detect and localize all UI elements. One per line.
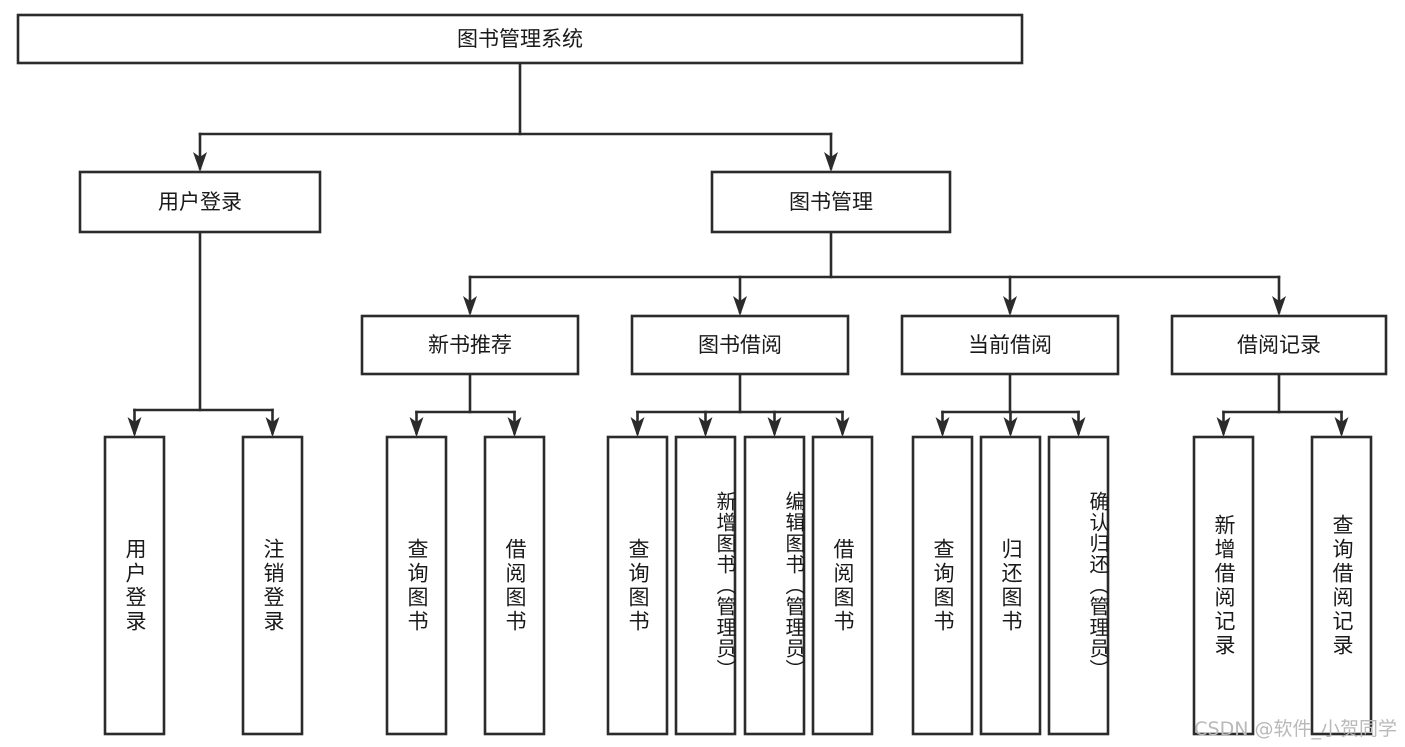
- node-box-book-management[interactable]: [710, 170, 952, 234]
- node-box-leaf-user-login[interactable]: [103, 435, 166, 736]
- node-label-user-login: 用户登录: [158, 190, 242, 214]
- node-label-root: 图书管理系统: [457, 27, 583, 51]
- node-label-book-management: 图书管理: [789, 190, 873, 214]
- connectors-layer: [127, 61, 1349, 437]
- node-label-new-book-recommend: 新书推荐: [428, 333, 512, 357]
- node-box-current-borrow[interactable]: [900, 314, 1120, 376]
- arrow-head-icon: [193, 152, 207, 172]
- arrow-head-icon: [1003, 417, 1018, 437]
- node-box-leaf-query-book-borrow[interactable]: [606, 435, 669, 736]
- arrow-head-icon: [507, 417, 522, 437]
- arrow-head-icon: [767, 417, 782, 437]
- arrow-head-icon: [824, 152, 838, 172]
- node-box-new-book-recommend[interactable]: [360, 314, 580, 376]
- node-box-user-login[interactable]: [78, 170, 322, 234]
- node-box-leaf-query-book-recommend[interactable]: [385, 435, 448, 736]
- node-box-borrow-record[interactable]: [1170, 314, 1388, 376]
- node-box-leaf-confirm-return-admin[interactable]: [1047, 435, 1110, 736]
- node-label-borrow-record: 借阅记录: [1237, 333, 1321, 357]
- node-label-book-borrow: 图书借阅: [698, 333, 782, 357]
- arrow-head-icon: [835, 417, 850, 437]
- arrow-head-icon: [935, 417, 950, 437]
- node-box-leaf-edit-book-admin[interactable]: [743, 435, 806, 736]
- arrow-head-icon: [409, 417, 424, 437]
- node-box-book-borrow[interactable]: [630, 314, 850, 376]
- node-box-leaf-add-book-admin[interactable]: [674, 435, 737, 736]
- arrow-head-icon: [1334, 417, 1349, 437]
- arrow-head-icon: [463, 296, 477, 316]
- arrow-head-icon: [265, 417, 280, 437]
- node-box-root[interactable]: [16, 13, 1024, 65]
- node-box-leaf-logout-login[interactable]: [241, 435, 304, 736]
- node-box-leaf-add-borrow-record[interactable]: [1192, 435, 1255, 736]
- node-box-leaf-query-book-current[interactable]: [911, 435, 974, 736]
- arrow-head-icon: [127, 417, 142, 437]
- watermark-text: CSDN @软件_小贺同学: [1194, 718, 1397, 740]
- node-box-leaf-borrow-book[interactable]: [811, 435, 874, 736]
- arrow-head-icon: [1071, 417, 1086, 437]
- arrow-head-icon: [698, 417, 713, 437]
- boxes-layer: [16, 13, 1388, 736]
- node-label-current-borrow: 当前借阅: [968, 333, 1052, 357]
- arrow-head-icon: [733, 296, 747, 316]
- arrow-head-icon: [1003, 296, 1017, 316]
- node-box-leaf-borrow-book-recommend[interactable]: [483, 435, 546, 736]
- arrow-head-icon: [630, 417, 645, 437]
- node-box-leaf-query-borrow-record[interactable]: [1310, 435, 1373, 736]
- arrow-head-icon: [1272, 296, 1286, 316]
- node-box-leaf-return-book[interactable]: [979, 435, 1042, 736]
- arrow-head-icon: [1216, 417, 1231, 437]
